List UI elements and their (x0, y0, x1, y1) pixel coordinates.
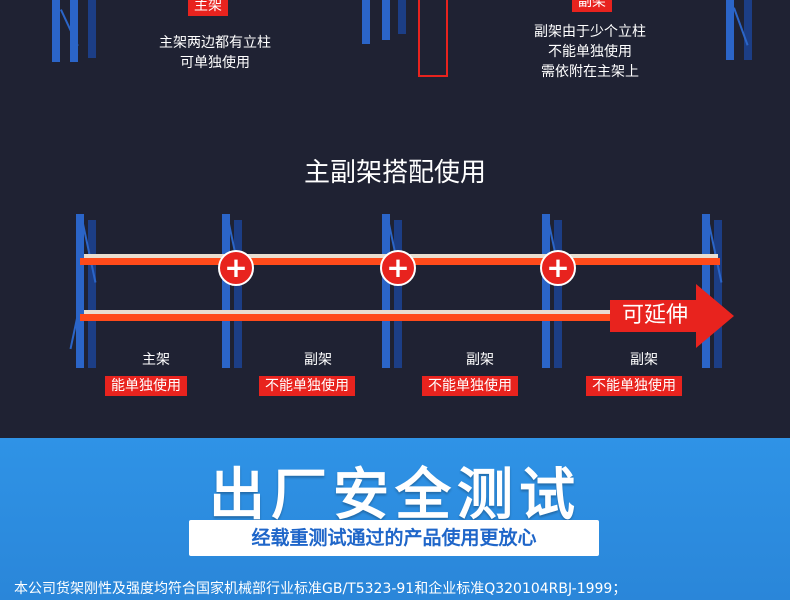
sub-rack-desc-line3: 需依附在主架上 (541, 64, 639, 80)
unit-note-3: 不能单独使用 (422, 376, 518, 396)
unit-name-3: 副架 (466, 352, 494, 368)
unit-note-2: 不能单独使用 (259, 376, 355, 396)
plus-icon-3: + (540, 250, 576, 286)
combo-title: 主副架搭配使用 (303, 158, 486, 188)
sub-rack-tag: 副架 (572, 0, 612, 12)
plus-icon-1: + (218, 250, 254, 286)
main-rack-desc-line2: 可单独使用 (180, 55, 250, 71)
plus-icon-2: + (380, 250, 416, 286)
safety-test-heading: 出厂安全测试 (209, 463, 581, 528)
extend-label: 可延伸 (621, 303, 688, 328)
sub-rack-description: 副架由于少个立柱 不能单独使用 需依附在主架上 (500, 22, 680, 82)
standards-footnote: 本公司货架刚性及强度均符合国家机械部行业标准GB/T5323-91和企业标准Q3… (14, 581, 627, 597)
safety-test-subheading: 经载重测试通过的产品使用更放心 (189, 520, 599, 556)
safety-test-section: 出厂安全测试 经载重测试通过的产品使用更放心 本公司货架刚性及强度均符合国家机械… (0, 438, 790, 600)
unit-note-4: 不能单独使用 (586, 376, 682, 396)
rack-intro-section: 主架 主架两边都有立柱 可单独使用 副架 副架由于少个立柱 不能单独使用 需依附… (52, 0, 752, 396)
sub-rack-desc-line1: 副架由于少个立柱 (534, 24, 646, 40)
unit-name-2: 副架 (304, 352, 332, 368)
highlight-frame (418, 0, 448, 77)
unit-name-4: 副架 (630, 352, 658, 368)
extend-arrow-head (696, 284, 734, 348)
extend-arrow-body (610, 300, 698, 332)
main-rack-desc-line1: 主架两边都有立柱 (159, 35, 271, 51)
main-rack-tag: 主架 (188, 0, 228, 16)
unit-note-1: 能单独使用 (105, 376, 187, 396)
unit-name-1: 主架 (142, 352, 170, 368)
sub-rack-desc-line2: 不能单独使用 (548, 44, 632, 60)
main-rack-description: 主架两边都有立柱 可单独使用 (120, 33, 310, 73)
